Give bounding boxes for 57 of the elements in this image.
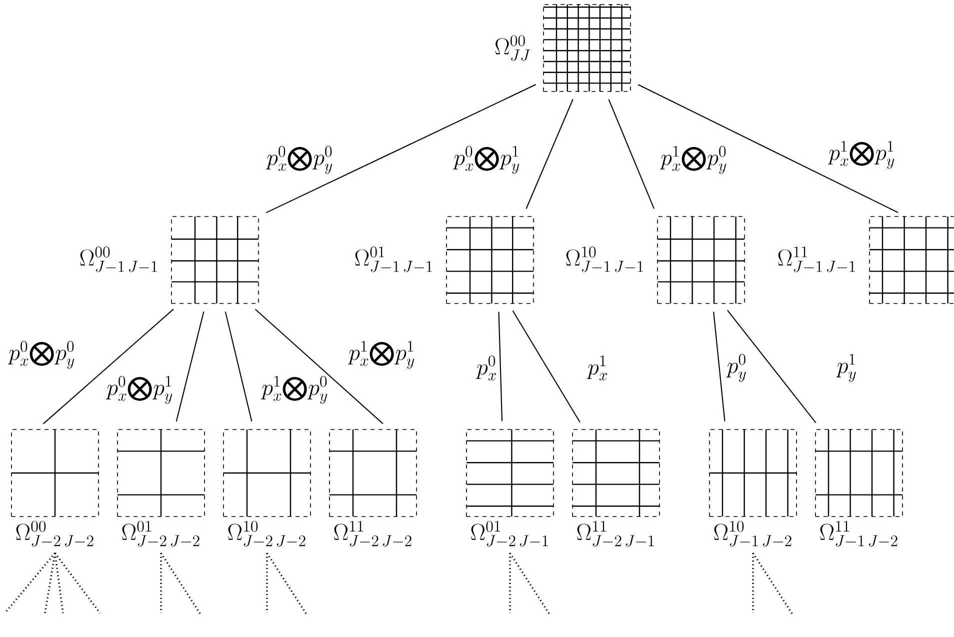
tree-line <box>176 312 204 422</box>
tree-line <box>638 84 898 214</box>
node-label: $\Omega^{10}_{J-1\,J-1}$ <box>566 246 643 272</box>
dotted-line <box>509 552 551 616</box>
node-label: $\Omega^{00}_{J-1\,J-1}$ <box>80 246 157 272</box>
tree-line <box>266 84 536 214</box>
tree-line <box>713 312 726 422</box>
edge-label: $p_x^0{\pmb{\bigotimes}}p_y^1$ <box>452 146 520 174</box>
grid-box: $\Omega^{01}_{J-2\,J-2}$ <box>116 428 206 546</box>
tree-line <box>254 308 384 424</box>
edge-label: $p_x^0{\pmb{\bigotimes}}p_y^1$ <box>106 376 172 404</box>
node-label: $\Omega^{01}_{J-2\,J-2}$ <box>122 520 200 546</box>
edge-label: $p_y^0$ <box>726 354 746 382</box>
grid-box: $\Omega^{00}_{J-1\,J-1}$ <box>80 216 260 304</box>
grid-box: $\Omega^{10}_{J-1\,J-2}$ <box>708 428 798 546</box>
grid-box: $\Omega^{11}_{J-2\,J-1}$ <box>572 428 660 546</box>
grid-box: $\Omega^{00}_{J-2\,J-2}$ <box>10 428 100 546</box>
node-label: $\Omega^{01}_{J-1\,J-1}$ <box>355 246 432 272</box>
edge-label: $p_y^1$ <box>836 354 856 382</box>
node-label: $\Omega^{11}_{J-2\,J-2}$ <box>334 520 412 546</box>
dotted-line <box>752 552 794 616</box>
edge-label: $p_x^1{\pmb{\bigotimes}}p_y^1$ <box>828 140 894 169</box>
node-label: $\Omega^{01}_{J-2\,J-1}$ <box>471 520 548 546</box>
node-label: $\Omega^{11}_{J-1\,J-2}$ <box>820 520 898 546</box>
tree-line <box>42 308 174 424</box>
grid-box: $\Omega^{01}_{J-1\,J-1}$ <box>355 216 534 304</box>
edge-label: $p_x^1{\pmb{\bigotimes}}p_y^0$ <box>660 146 726 174</box>
tree-line <box>726 310 816 424</box>
edge-label: $p_x^1{\pmb{\bigotimes}}p_y^0$ <box>260 376 328 404</box>
tree-line <box>512 310 580 423</box>
node-label: $\Omega^{00}_{J-2\,J-2}$ <box>16 520 94 546</box>
node-label: $\Omega^{11}_{J-2\,J-1}$ <box>577 520 654 546</box>
node-label: $\Omega^{00}_{JJ}$ <box>495 35 530 61</box>
dotted-line <box>4 552 56 614</box>
grid-box: $\Omega^{11}_{J-1\,J-2}$ <box>814 428 904 546</box>
grid-box: $\Omega^{00}_{JJ}$ <box>495 4 632 92</box>
grid-box: $\Omega^{01}_{J-2\,J-1}$ <box>466 428 554 546</box>
node-label: $\Omega^{10}_{J-1\,J-2}$ <box>714 520 792 546</box>
dotted-line <box>160 552 202 616</box>
grid-box: $\Omega^{11}_{J-2\,J-2}$ <box>328 428 418 546</box>
dotted-line <box>266 552 308 616</box>
node-label: $\Omega^{10}_{J-2\,J-2}$ <box>228 520 306 546</box>
tree-line <box>498 312 503 422</box>
tree-line <box>526 99 574 209</box>
edge-label: $p_x^0{\pmb{\bigotimes}}p_y^0$ <box>8 340 74 369</box>
node-label: $\Omega^{11}_{J-1\,J-1}$ <box>778 246 855 272</box>
grid-box: $\Omega^{11}_{J-1\,J-1}$ <box>778 216 954 304</box>
tree-line <box>224 312 252 422</box>
dotted-line <box>54 552 64 614</box>
grid-box: $\Omega^{10}_{J-1\,J-1}$ <box>566 216 746 304</box>
edge-label: $p_x^1{\pmb{\bigotimes}}p_y^1$ <box>348 340 414 369</box>
edge-label: $p_x^0{\pmb{\bigotimes}}p_y^0$ <box>266 146 332 174</box>
edge-label: $p_x^1$ <box>586 356 608 380</box>
dotted-line <box>54 552 101 614</box>
tree-line <box>608 99 655 209</box>
grid-box: $\Omega^{10}_{J-2\,J-2}$ <box>222 428 312 546</box>
edge-label: $p_x^0$ <box>476 356 496 380</box>
